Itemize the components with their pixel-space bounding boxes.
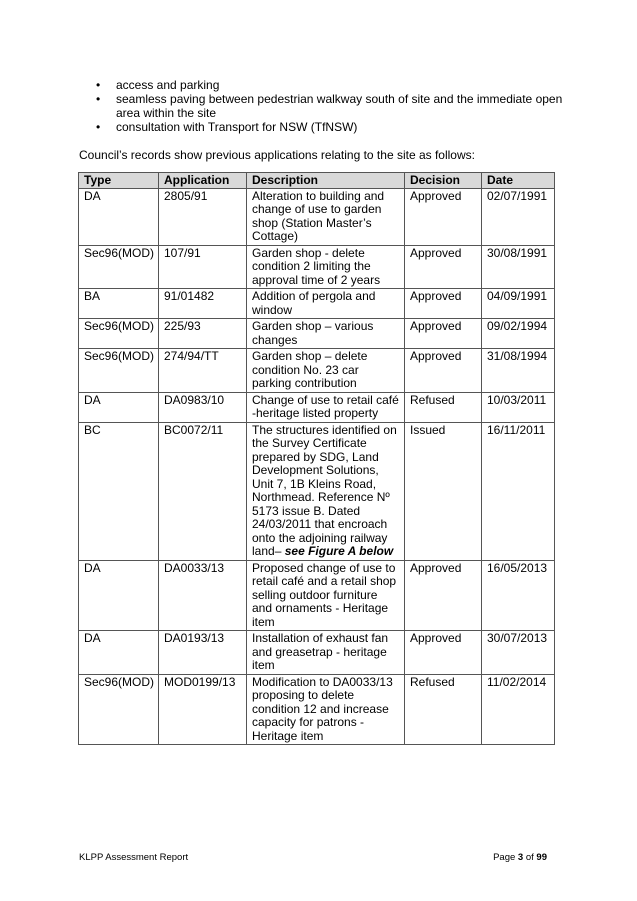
cell-decision: Approved xyxy=(404,630,482,675)
table-row: DA DA0033/13 Proposed change of use to r… xyxy=(78,559,555,631)
table-row: DA DA0983/10 Change of use to retail caf… xyxy=(78,391,555,423)
header-type: Type xyxy=(78,172,159,189)
header-date: Date xyxy=(481,172,555,189)
table-row: BC BC0072/11 The structures identified o… xyxy=(78,421,555,561)
cell-application: 274/94/TT xyxy=(158,348,247,393)
page-current: 3 xyxy=(517,852,524,863)
cell-type: DA xyxy=(78,630,159,675)
header-description: Description xyxy=(246,172,405,189)
cell-description: Installation of exhaust fan and greasetr… xyxy=(246,630,405,675)
cell-date: 04/09/1991 xyxy=(481,288,555,319)
intro-paragraph: Council’s records show previous applicat… xyxy=(79,148,475,162)
cell-type: DA xyxy=(78,391,159,423)
bullet-list: access and parking seamless paving betwe… xyxy=(96,78,566,134)
cell-decision: Refused xyxy=(404,391,482,423)
cell-description: Garden shop – various changes xyxy=(246,318,405,349)
table-row: DA DA0193/13 Installation of exhaust fan… xyxy=(78,630,555,675)
cell-description: Modification to DA0033/13 proposing to d… xyxy=(246,673,405,745)
cell-description: Alteration to building and change of use… xyxy=(246,187,405,246)
cell-type: Sec96(MOD) xyxy=(78,318,159,349)
footer-report-title: KLPP Assessment Report xyxy=(79,852,189,863)
cell-date: 31/08/1994 xyxy=(481,348,555,393)
page-prefix: Page xyxy=(493,852,516,863)
cell-type: BC xyxy=(78,421,159,561)
cell-date: 09/02/1994 xyxy=(481,318,555,349)
cell-type: BA xyxy=(78,288,159,319)
header-decision: Decision xyxy=(404,172,482,189)
cell-type: Sec96(MOD) xyxy=(78,244,159,289)
cell-application: DA0193/13 xyxy=(158,630,247,675)
bullet-item: access and parking xyxy=(96,78,566,92)
cell-decision: Approved xyxy=(404,348,482,393)
cell-date: 16/11/2011 xyxy=(481,421,555,561)
cell-decision: Refused xyxy=(404,673,482,745)
cell-application: DA0033/13 xyxy=(158,559,247,631)
cell-decision: Approved xyxy=(404,288,482,319)
cell-decision: Approved xyxy=(404,318,482,349)
cell-application: 91/01482 xyxy=(158,288,247,319)
header-application: Application xyxy=(158,172,247,189)
cell-application: 225/93 xyxy=(158,318,247,349)
page-of: of xyxy=(525,852,534,863)
cell-date: 30/07/2013 xyxy=(481,630,555,675)
bullet-item: consultation with Transport for NSW (TfN… xyxy=(96,120,566,134)
table-row: Sec96(MOD) 225/93 Garden shop – various … xyxy=(78,318,555,349)
description-text: The structures identified on the Survey … xyxy=(252,422,397,558)
cell-application: DA0983/10 xyxy=(158,391,247,423)
cell-decision: Issued xyxy=(404,421,482,561)
cell-description: Garden shop - delete condition 2 limitin… xyxy=(246,244,405,289)
table-row: BA 91/01482 Addition of pergola and wind… xyxy=(78,288,555,319)
cell-date: 10/03/2011 xyxy=(481,391,555,423)
cell-decision: Approved xyxy=(404,559,482,631)
table-row: Sec96(MOD) 107/91 Garden shop - delete c… xyxy=(78,244,555,289)
cell-application: 2805/91 xyxy=(158,187,247,246)
table-row: DA 2805/91 Alteration to building and ch… xyxy=(78,187,555,246)
cell-description: Addition of pergola and window xyxy=(246,288,405,319)
bullet-item: seamless paving between pedestrian walkw… xyxy=(96,92,566,120)
cell-type: DA xyxy=(78,187,159,246)
cell-type: Sec96(MOD) xyxy=(78,348,159,393)
cell-application: MOD0199/13 xyxy=(158,673,247,745)
cell-date: 16/05/2013 xyxy=(481,559,555,631)
cell-description: Change of use to retail café -heritage l… xyxy=(246,391,405,423)
page-total: 99 xyxy=(536,852,547,863)
cell-description: Proposed change of use to retail café an… xyxy=(246,559,405,631)
table-row: Sec96(MOD) 274/94/TT Garden shop – delet… xyxy=(78,348,555,393)
cell-decision: Approved xyxy=(404,244,482,289)
cell-description: The structures identified on the Survey … xyxy=(246,421,405,561)
applications-table: Type Application Description Decision Da… xyxy=(78,172,555,745)
cell-date: 11/02/2014 xyxy=(481,673,555,745)
table-header-row: Type Application Description Decision Da… xyxy=(78,172,555,189)
footer-page-number: Page 3 of 99 xyxy=(493,852,547,863)
cell-type: DA xyxy=(78,559,159,631)
cell-type: Sec96(MOD) xyxy=(78,673,159,745)
figure-reference: see Figure A below xyxy=(284,544,394,558)
cell-application: 107/91 xyxy=(158,244,247,289)
cell-application: BC0072/11 xyxy=(158,421,247,561)
cell-date: 02/07/1991 xyxy=(481,187,555,246)
table-row: Sec96(MOD) MOD0199/13 Modification to DA… xyxy=(78,673,555,745)
cell-description: Garden shop – delete condition No. 23 ca… xyxy=(246,348,405,393)
cell-date: 30/08/1991 xyxy=(481,244,555,289)
cell-decision: Approved xyxy=(404,187,482,246)
